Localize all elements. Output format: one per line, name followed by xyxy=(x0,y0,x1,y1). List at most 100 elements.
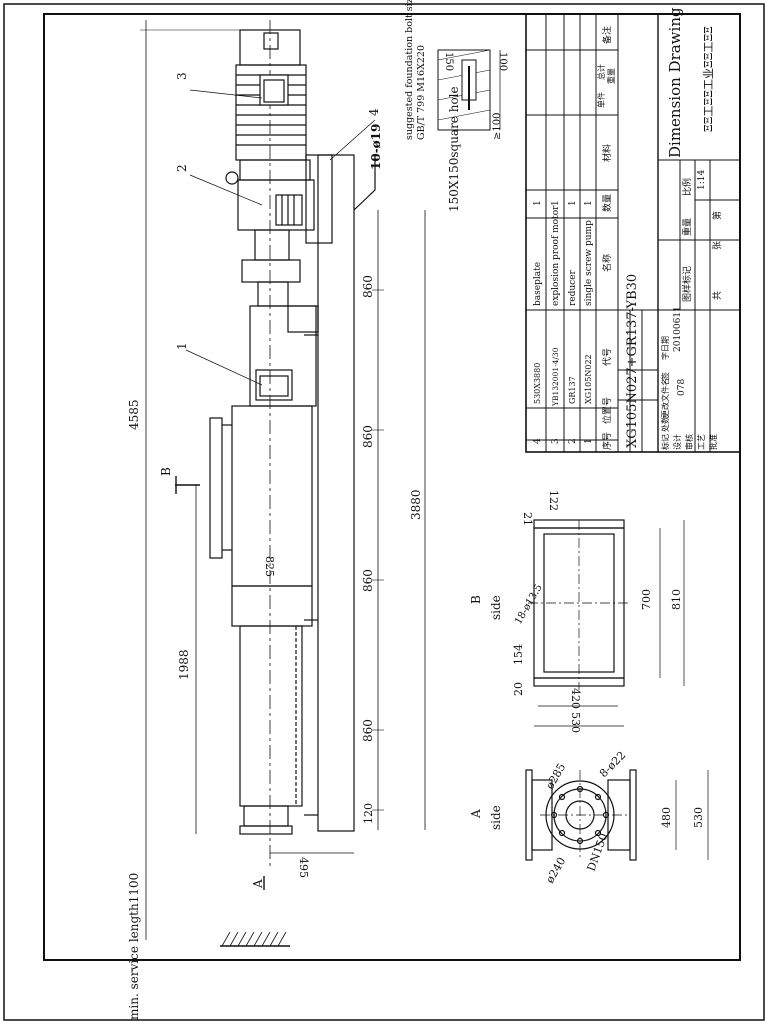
foundation-std: GB/T 799 M16X220 xyxy=(416,45,427,140)
hdr-total-weight: 总计 xyxy=(596,64,606,80)
drawing-title: Dimension Drawing xyxy=(666,7,684,158)
dim-overall: 4585 xyxy=(127,399,141,430)
dim-seg-2: 860 xyxy=(361,425,375,448)
a-dim-d240: ø240 xyxy=(543,855,568,885)
hdr-no: 序号 xyxy=(601,432,613,450)
drawing-texts: 4585 3880 860 860 860 860 120 1988 825 4… xyxy=(127,0,723,1020)
foundation-detail xyxy=(437,49,501,131)
dim-1988: 1988 xyxy=(177,649,191,680)
tb-count: 处数 xyxy=(660,416,670,432)
dim-825: 825 xyxy=(263,556,276,577)
a-dim-480: 480 xyxy=(660,807,673,828)
side-b-title: B xyxy=(469,595,483,604)
side-b-word: side xyxy=(489,595,503,620)
hdr-weight: 重量 xyxy=(606,68,616,84)
b-dim-hole: 18-ø13.5 xyxy=(513,583,545,627)
tb-weight: 重量 xyxy=(681,218,693,236)
title-block xyxy=(525,13,741,453)
b-dim-530: 530 xyxy=(569,712,582,733)
square-hole: 150X150square hole xyxy=(447,86,461,212)
tb-check: 审核 xyxy=(684,434,694,450)
row-1-qty: 1 xyxy=(584,200,594,206)
b-dim-700: 700 xyxy=(640,589,653,610)
row-1-code: XG105N022 xyxy=(584,354,593,404)
dim-100b: ≥100 xyxy=(492,113,503,140)
tb-stage: 图样标记 xyxy=(681,266,693,302)
hdr-pos-code: 位置号 xyxy=(601,397,613,424)
tb-scale-label: 比例 xyxy=(681,178,693,196)
tb-approve: 批准 xyxy=(708,434,718,450)
dim-150: 150 xyxy=(443,52,454,71)
tb-process: 工艺 xyxy=(697,434,706,450)
row-3-name: explosion proof motor xyxy=(551,205,561,306)
side-a-title: A xyxy=(469,809,483,819)
leader-2: 2 xyxy=(175,164,189,172)
row-3-qty: 1 xyxy=(551,200,561,206)
hdr-unit-weight: 单件 xyxy=(596,92,606,108)
row-1-no: 1 xyxy=(584,438,594,444)
section-a-label: A xyxy=(251,879,265,889)
side-a-word: side xyxy=(489,805,503,830)
row-2-code: GR137 xyxy=(568,376,577,404)
row-2-qty: 1 xyxy=(568,200,578,206)
dim-seg-1: 860 xyxy=(361,275,375,298)
tb-sign: 签 xyxy=(660,372,670,380)
row-4-name: baseplate xyxy=(533,262,543,306)
side-b-letter: B xyxy=(469,595,483,604)
hdr-material: 材料 xyxy=(601,144,613,162)
a-dim-530: 530 xyxy=(692,807,705,828)
tb-date-value: 20100611 xyxy=(673,306,683,352)
hdr-name: 名称 xyxy=(601,254,613,272)
row-4-no: 4 xyxy=(533,438,543,444)
row-4-code: 530X3880 xyxy=(533,363,542,404)
row-3-code: YB132001-4/30 xyxy=(551,347,560,407)
row-4-qty: 1 xyxy=(533,200,543,206)
tb-drawing-no: 078 xyxy=(677,379,687,396)
tb-mark: 标记 xyxy=(660,434,670,450)
row-3-no: 3 xyxy=(551,438,561,444)
side-a-view xyxy=(525,769,709,861)
company-name: ΞΞ工ΞΞ工业ΞΞ工ΞΞ xyxy=(702,26,715,132)
tb-sheet-no: 第 xyxy=(711,211,723,220)
row-1-name: single screw pump xyxy=(584,220,594,306)
b-dim-122: 122 xyxy=(547,490,560,511)
inner-frame xyxy=(43,13,741,961)
foundation-note: suggested foundation bolt size xyxy=(404,0,415,140)
a-dim-d285: ø285 xyxy=(543,761,568,791)
outer-border xyxy=(3,3,765,1021)
b-dim-420: 420 xyxy=(569,688,582,709)
b-dim-21: 21 xyxy=(521,512,534,526)
dim-120: 120 xyxy=(362,803,375,824)
leader-4: 4 xyxy=(367,108,381,116)
row-2-name: reducer xyxy=(568,269,578,306)
bolt-holes: 10-ø19 xyxy=(369,124,383,170)
leader-3: 3 xyxy=(175,72,189,80)
dim-seg-4: 860 xyxy=(361,719,375,742)
a-dim-holes: 8-ø22 xyxy=(597,749,628,780)
hdr-qty: 数量 xyxy=(601,194,613,212)
dim-100: 100 xyxy=(497,52,508,71)
min-service-length: min. service length1100 xyxy=(127,873,141,1020)
leader-1: 1 xyxy=(175,342,189,350)
row-2-no: 2 xyxy=(568,438,578,444)
hdr-code: 代号 xyxy=(602,348,613,366)
tb-change-doc: 更改文件名 xyxy=(660,378,670,418)
tb-sheet-total: 共 xyxy=(712,291,723,300)
a-dim-dn150: DN150 xyxy=(585,832,611,874)
dim-seg-3: 860 xyxy=(361,569,375,592)
main-view xyxy=(140,20,426,947)
b-dim-154: 154 xyxy=(512,644,525,665)
side-b-view xyxy=(528,519,685,727)
hdr-remark: 备注 xyxy=(601,26,613,44)
tb-date: 字日期 xyxy=(660,336,670,360)
b-dim-20: 20 xyxy=(512,682,525,696)
model-number: XG105N027+GR137-YB30 xyxy=(625,274,640,448)
b-dim-810: 810 xyxy=(670,589,683,610)
tb-scale: 1:14 xyxy=(697,170,707,190)
section-b-label: B xyxy=(159,467,173,476)
dim-495: 495 xyxy=(297,857,310,878)
tb-sheet: 张 xyxy=(712,241,723,250)
dim-base-length: 3880 xyxy=(409,489,423,520)
tb-design: 设计 xyxy=(672,434,682,450)
